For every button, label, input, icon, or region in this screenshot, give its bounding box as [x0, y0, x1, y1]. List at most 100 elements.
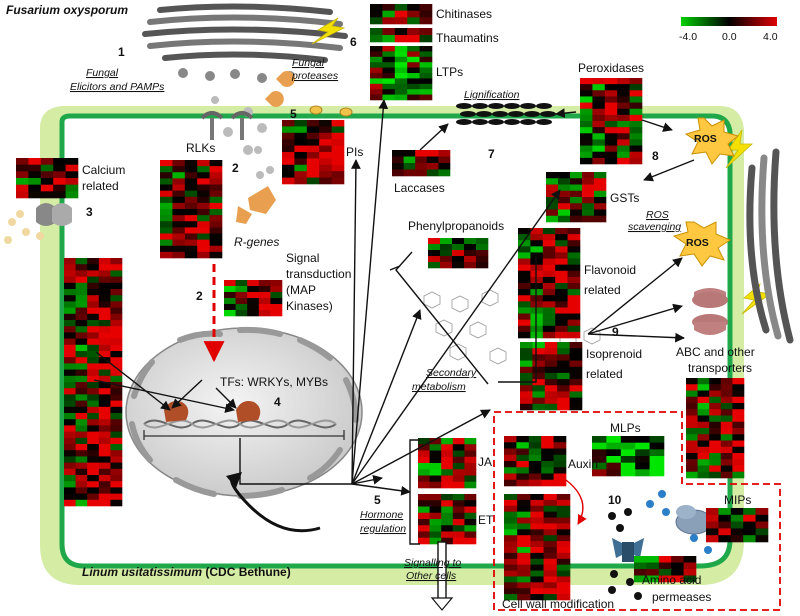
heatmap-cell — [543, 588, 558, 595]
heatmap-cell — [720, 415, 733, 423]
heatmap-cell — [53, 191, 66, 199]
heatmap-cell — [720, 459, 733, 466]
heatmap-cell — [464, 262, 477, 269]
secondary-metabolism-label-2: metabolism — [412, 381, 466, 393]
heatmap-cell — [606, 456, 622, 463]
heatmap-cell — [546, 209, 559, 217]
heatmap-cell — [110, 431, 123, 439]
heatmap-cell — [87, 487, 100, 494]
heatmap-cell — [530, 313, 544, 320]
heatmap-cell — [720, 465, 733, 473]
heatmap-cell — [649, 462, 665, 470]
heatmap-cell — [282, 171, 295, 178]
heatmap-cell — [98, 413, 111, 420]
heatmap-cell — [709, 471, 722, 479]
heatmap-cell — [518, 276, 531, 284]
heatmap-cell — [464, 250, 477, 257]
heatmap-cell — [518, 264, 531, 272]
heatmap-cell — [620, 442, 636, 450]
heatmap-cell — [28, 158, 42, 165]
heatmap-cell — [517, 576, 531, 583]
heatmap-cell — [75, 344, 88, 352]
heatmap-cell — [258, 298, 271, 305]
heatmap-cell — [87, 357, 100, 364]
heatmap-cell — [98, 400, 111, 408]
heatmap-cell — [160, 160, 173, 167]
heatmap-cell — [438, 150, 451, 157]
heatmap-cell — [197, 245, 210, 253]
heatmap-cell — [209, 184, 223, 191]
heatmap-cell — [544, 385, 558, 392]
heatmap-cell — [732, 428, 745, 435]
heatmap-cell — [532, 354, 546, 361]
heatmap-cell — [452, 256, 465, 263]
heatmap-cell — [530, 541, 544, 548]
heatmap-cell — [743, 514, 756, 522]
heatmap-cell — [224, 280, 236, 287]
heatmap-cell — [569, 372, 583, 380]
heatmap-cell — [617, 139, 630, 146]
heatmap-cell — [87, 456, 100, 463]
heatmap-cell — [542, 240, 556, 247]
heatmap-cell — [617, 108, 630, 116]
heatmap-cell — [532, 391, 546, 398]
heatmap-cell — [709, 378, 722, 385]
heatmap-cell — [370, 28, 383, 36]
heatmap-cell — [441, 512, 454, 520]
heatmap-cell — [428, 250, 441, 257]
heatmap-cell — [382, 89, 396, 95]
heatmap-cell — [53, 178, 66, 185]
heatmap-cell — [532, 372, 546, 380]
heatmap-cell — [504, 499, 518, 507]
heatmap-cell — [582, 209, 595, 217]
signalling-label-2: Other cells — [406, 570, 457, 582]
spore-icons — [309, 105, 353, 117]
heatmap-cell — [570, 178, 583, 185]
heatmap-cell — [629, 108, 643, 116]
heatmap-cell — [160, 221, 173, 228]
heatmap-cell — [87, 499, 100, 507]
heatmap-cell — [184, 166, 198, 173]
heatmap-cell — [110, 357, 123, 364]
heatmap-cell — [64, 462, 76, 470]
heatmap-cell — [172, 172, 186, 179]
heatmap-cell — [520, 342, 533, 349]
heatmap-cell — [441, 450, 454, 458]
heatmap-cell — [184, 178, 198, 185]
heatmap-cell — [516, 448, 530, 456]
heatmap-cell — [16, 158, 29, 165]
heatmap-cell — [98, 425, 111, 432]
heatmap-cell — [418, 531, 430, 539]
heatmap-cell — [541, 461, 554, 468]
heatmap-cell — [98, 338, 111, 346]
heatmap-cell — [426, 156, 439, 164]
heatmap-cell — [98, 289, 111, 296]
heatmap-cell — [440, 238, 453, 245]
heatmap-cell — [658, 575, 672, 583]
heatmap-cell — [110, 400, 123, 408]
heatmap-cell — [197, 251, 210, 259]
heatmap-cell — [87, 282, 100, 290]
heatmap-cell — [567, 283, 581, 290]
heatmap-cell — [87, 276, 100, 284]
heatmap-cell — [452, 469, 465, 476]
heatmap-cell — [582, 215, 595, 223]
heatmap-cell — [394, 62, 408, 68]
heatmap-cell — [476, 238, 489, 245]
heatmap-cell — [172, 251, 186, 259]
heatmap-cell — [516, 436, 530, 443]
heatmap-cell — [617, 121, 630, 128]
heatmap-cell — [306, 120, 320, 127]
heatmap-cell — [617, 151, 630, 159]
heatmap-cell — [184, 239, 198, 247]
heatmap-cell — [697, 409, 710, 416]
heatmap-cell — [530, 264, 544, 272]
calcium-heatmap — [16, 158, 79, 199]
heatmap-cell — [282, 139, 295, 146]
heatmap-cell — [294, 158, 308, 166]
heatmap-cell — [98, 382, 111, 389]
heatmap-cell — [197, 239, 210, 247]
heatmap-cell — [306, 158, 320, 166]
heatmap-cell — [98, 351, 111, 358]
heatmap-cell — [697, 403, 710, 410]
